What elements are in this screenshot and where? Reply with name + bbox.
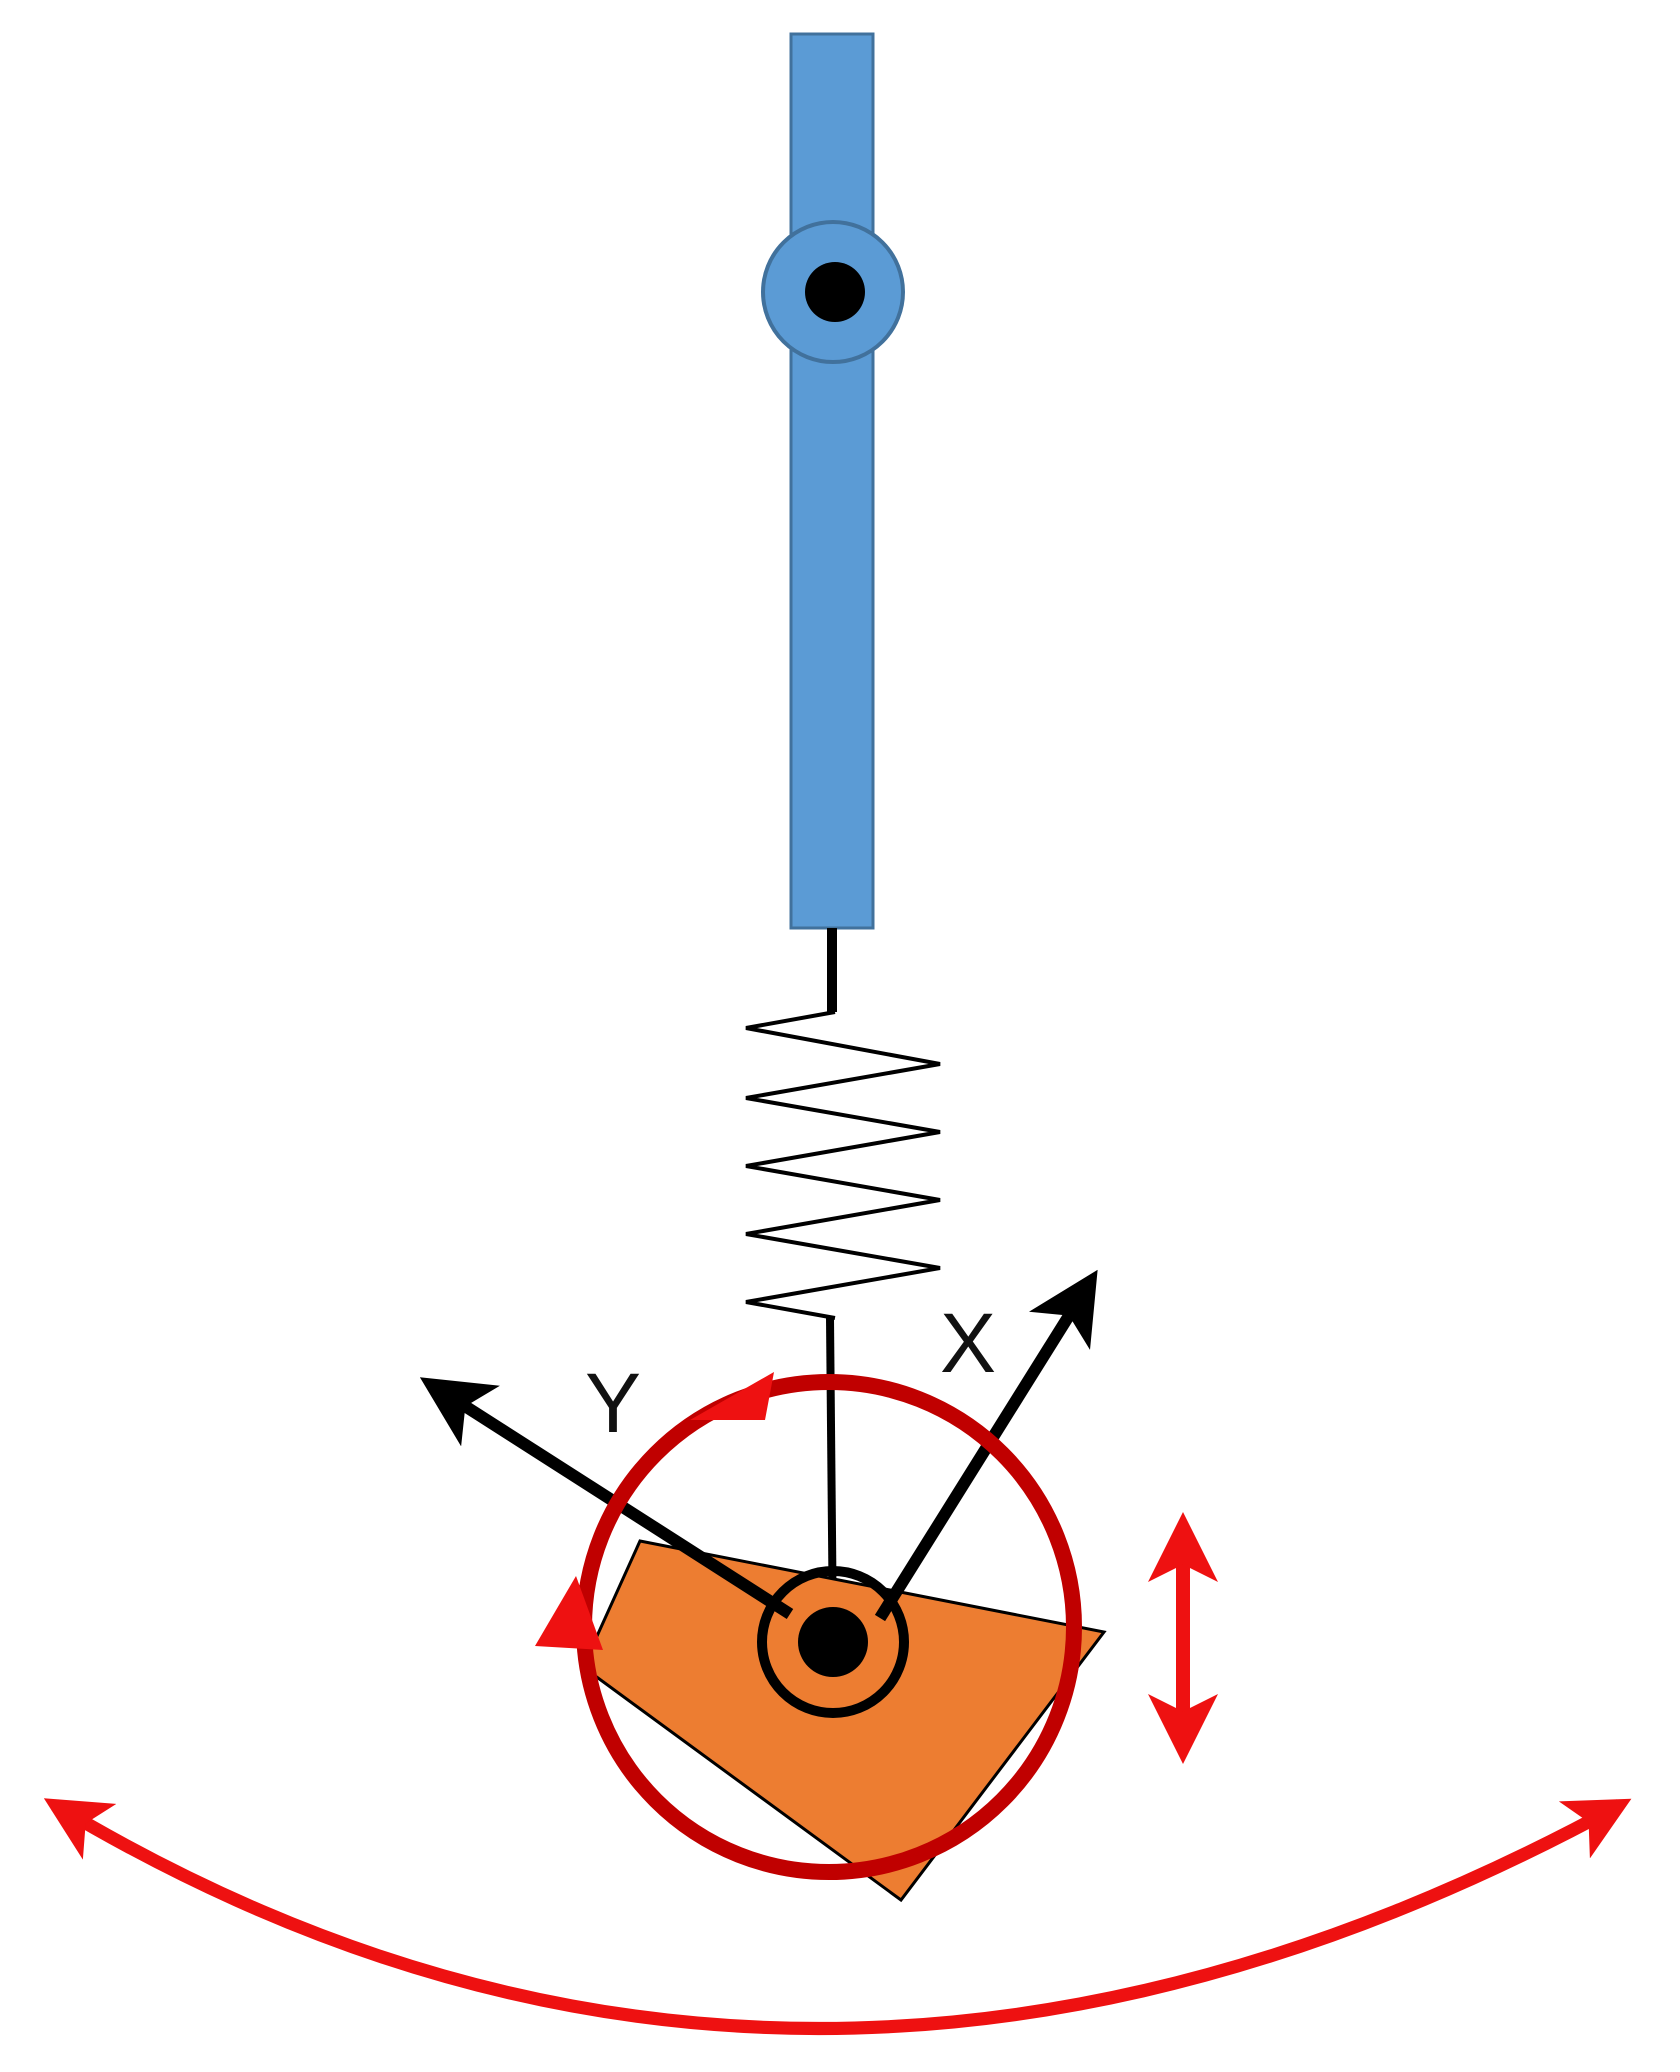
pendulum-mass bbox=[581, 1539, 1107, 1903]
center-joint-icon bbox=[757, 1566, 909, 1718]
x-axis-label: X bbox=[940, 1296, 996, 1390]
y-axis-label: Y bbox=[585, 1356, 641, 1450]
rotation-arrowhead-left bbox=[535, 1576, 603, 1650]
pivot-joint-icon bbox=[761, 220, 905, 364]
swing-motion-arrow bbox=[43, 1798, 1632, 2035]
spring-icon bbox=[745, 1010, 941, 1320]
pendulum-rod bbox=[789, 32, 875, 930]
x-axis-arrow bbox=[874, 1269, 1098, 1622]
rotation-arrowhead-top bbox=[690, 1372, 774, 1420]
